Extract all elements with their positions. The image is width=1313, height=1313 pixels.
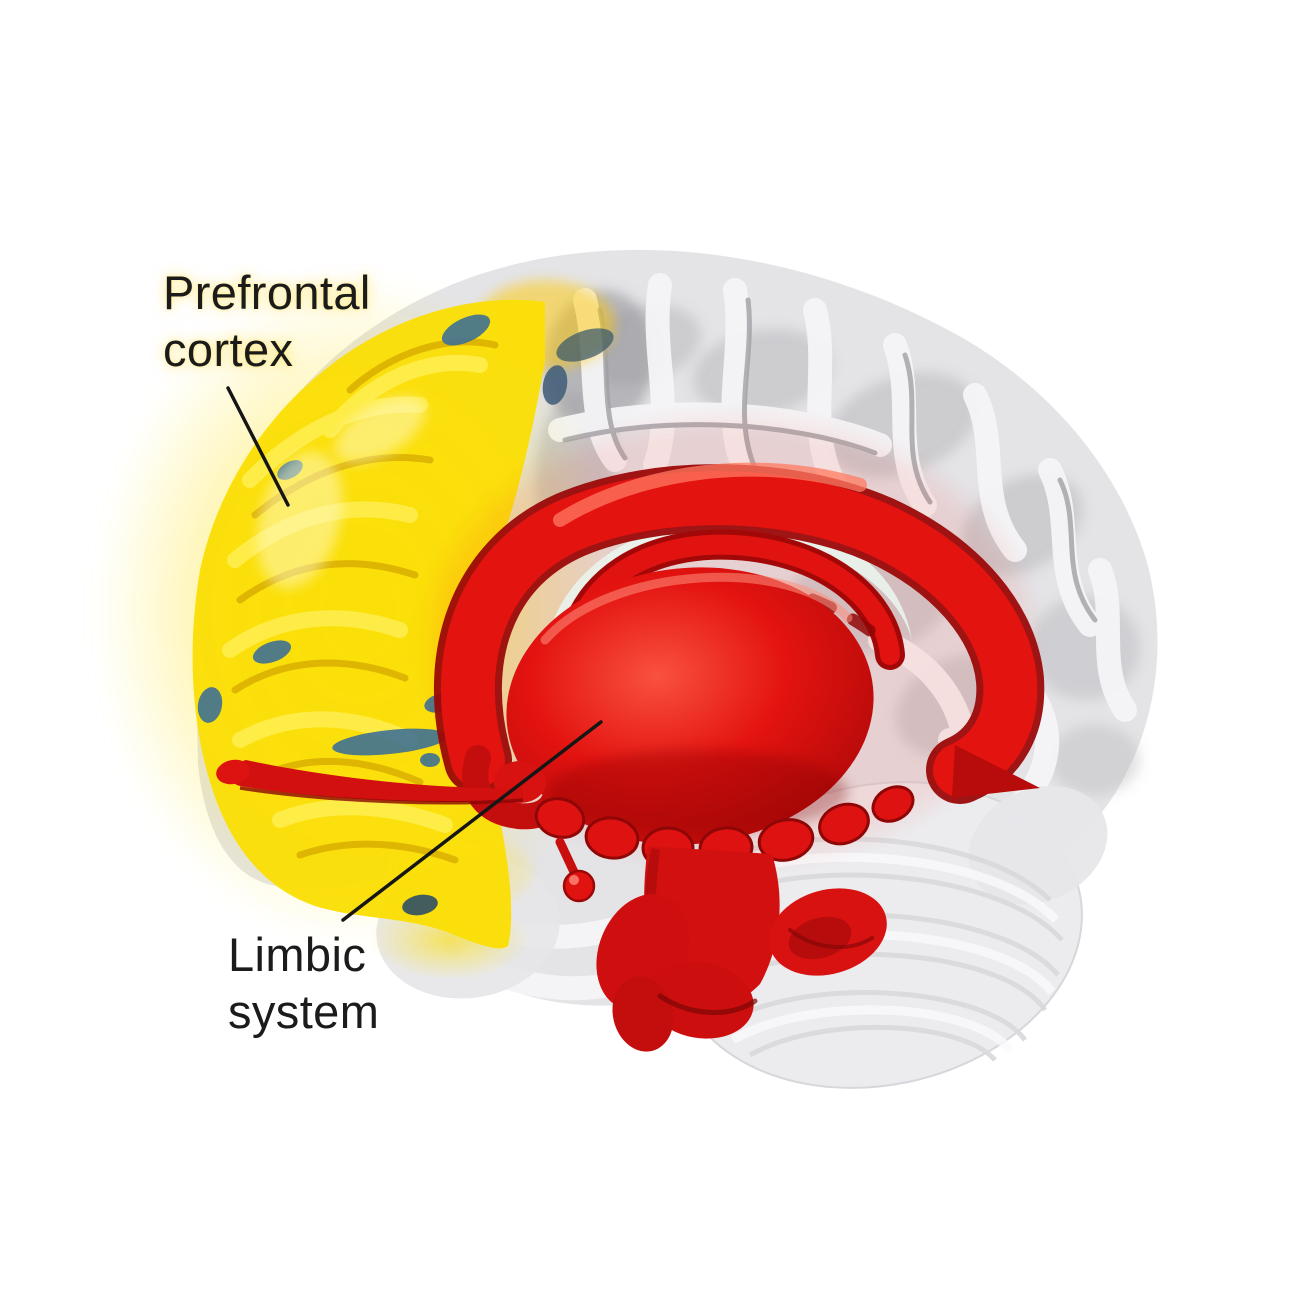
mammillary-body: [555, 837, 596, 903]
limbic-label-line1: Limbic: [228, 928, 367, 981]
brainstem: [596, 846, 887, 1052]
prefrontal-pointer-line: [226, 386, 290, 507]
cingulate-ring-highlight: [553, 462, 867, 527]
prefrontal-cortex-label: Prefrontal cortex: [163, 264, 371, 378]
cingulate-ring: [440, 471, 1038, 797]
limbic-system-label: Limbic system: [228, 926, 379, 1040]
prefrontal-label-line1: Prefrontal: [163, 266, 371, 319]
thalamus-bottom-shadow: [548, 750, 848, 834]
thalamus-top-highlight: [540, 572, 853, 645]
olfactory-tract: [216, 759, 524, 805]
limbic-pointer-line: [341, 720, 603, 922]
limbic-label-line2: system: [228, 985, 380, 1038]
limbic-system-region: [216, 420, 1045, 1052]
cerebellum-upper-lobe: [968, 785, 1108, 905]
splenium-tip: [952, 745, 1040, 798]
annotation-lines: [226, 386, 603, 922]
prefrontal-label-line2: cortex: [163, 323, 294, 376]
